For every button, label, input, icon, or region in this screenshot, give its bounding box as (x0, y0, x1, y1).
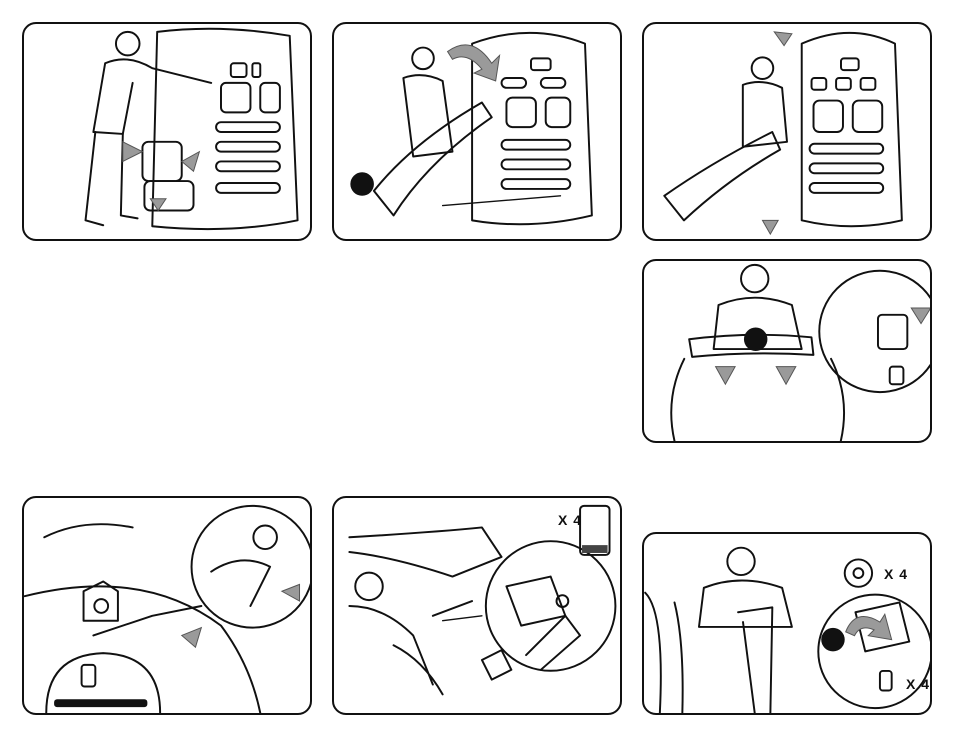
man-torso (403, 75, 452, 156)
man-torso (699, 580, 792, 626)
arrow-icon (182, 628, 202, 648)
arrow-icon (774, 32, 792, 46)
bolt-quantity-label: X 4 (906, 676, 930, 692)
step-5-illustration (24, 498, 310, 713)
detail-magnifier (192, 506, 310, 628)
arrow-icon (716, 367, 736, 385)
man-torso (743, 82, 787, 147)
slide (374, 103, 492, 216)
step-marker-dot (744, 328, 767, 351)
curved-arrow-icon (448, 45, 500, 81)
man-head (355, 573, 382, 600)
step-4-panel (642, 259, 932, 443)
step-7-panel: X 4 X 4 (642, 532, 932, 715)
step-7-illustration (644, 534, 930, 713)
arrow-icon (123, 142, 143, 162)
step-5-panel (22, 496, 312, 715)
man-head (116, 32, 140, 56)
step-6-illustration (334, 498, 620, 713)
step-3-panel (642, 22, 932, 241)
curved-arrow-icon (846, 614, 892, 639)
washer-icon (845, 559, 872, 586)
washer-quantity-label: X 4 (884, 566, 908, 582)
detail-magnifier (819, 271, 930, 392)
step-marker-dot (821, 628, 844, 651)
man-head (741, 265, 768, 292)
man-head (727, 548, 754, 575)
step-6-panel: X 4 (332, 496, 622, 715)
detail-magnifier (486, 541, 616, 671)
man-torso (93, 59, 211, 134)
playhouse-body (152, 29, 297, 229)
arrow-icon (182, 152, 200, 172)
arrow-icon (776, 367, 796, 385)
bolt-icon (880, 671, 892, 691)
step-marker-dot (350, 172, 374, 196)
arrow-icon (911, 308, 930, 324)
step-2-illustration (334, 24, 620, 239)
step-3-illustration (644, 24, 930, 239)
arrow-icon (282, 584, 300, 601)
man-head (752, 57, 774, 79)
arrow-icon (762, 220, 778, 234)
quantity-label: X 4 (558, 512, 582, 528)
man-head (253, 525, 277, 549)
playhouse-body (802, 33, 902, 226)
man-head (412, 48, 434, 70)
step-1-panel (22, 22, 312, 241)
step-2-panel (332, 22, 622, 241)
step-1-illustration (24, 24, 310, 239)
step-4-illustration (644, 261, 930, 441)
